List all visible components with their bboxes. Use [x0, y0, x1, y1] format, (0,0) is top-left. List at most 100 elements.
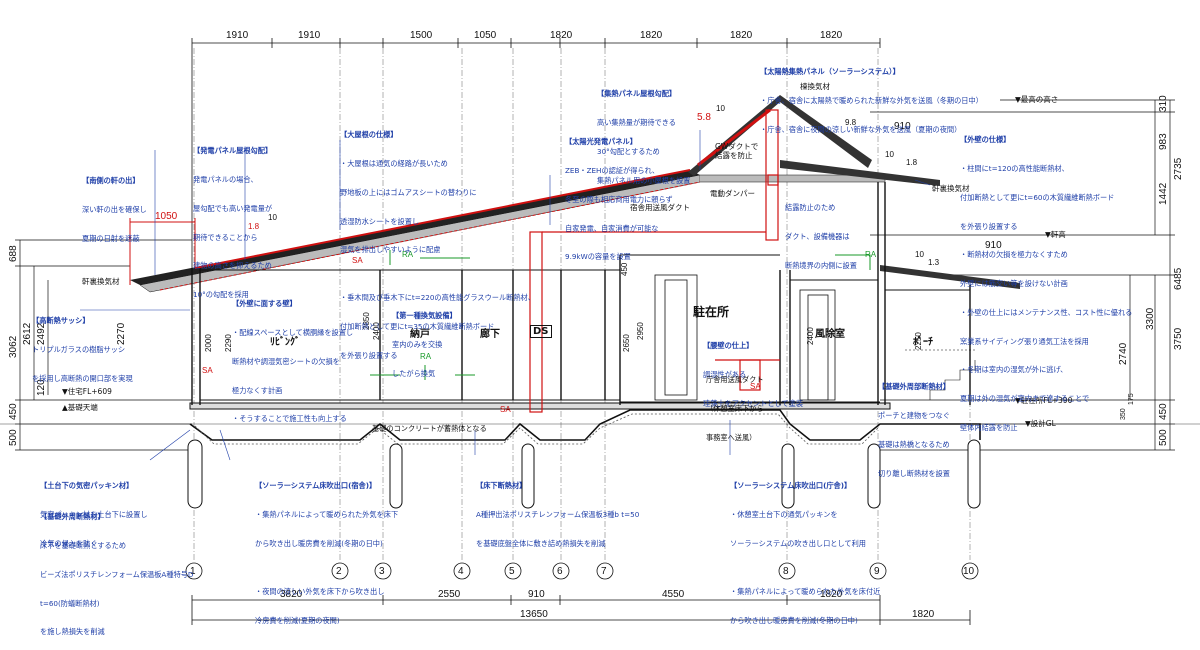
note-minami: 【南側の軒の出】 深い軒の出を確保し 夏期の日射を遮蔽: [82, 157, 147, 253]
note-koudansetsu-title: 【高断熱サッシ】: [32, 316, 90, 326]
note-line: 気密パッキン材を土台下に設置し: [40, 509, 148, 519]
tag-sa-4: SA: [750, 382, 761, 391]
dim-bottom-total: 13650: [520, 609, 548, 620]
note-line: 珪藻土をアクセントとして塗装: [703, 398, 804, 408]
note-line: 野地板の上にはゴムアスシートの替わりに: [340, 187, 477, 197]
slope-9-8: 9.8: [845, 118, 857, 127]
note-line: ・夜間の涼しい外気を床下から吹き出し: [255, 586, 385, 596]
note-line: 極力なくす計画: [232, 385, 283, 395]
note-taiyoko-title: 【太陽光発電パネル】: [565, 137, 637, 147]
level-sekkei-gl: ▼設計GL: [1025, 419, 1056, 428]
note-line: 高い集熱量が期待できる: [597, 117, 676, 127]
slope-10d: 10: [915, 250, 924, 259]
red-duct: [529, 109, 780, 413]
note-line: 庁舎用送風ダクト: [706, 375, 764, 385]
note-taiyonetsu: 【太陽熱集熱パネル（ソーラーシステム）】 ・庁舎、宿舎に太陽熱で暖められた新鮮な…: [760, 48, 983, 144]
dim-h2650: 2650: [622, 334, 631, 352]
note-line: ・そうすることで施工性も向上する: [232, 414, 347, 424]
eave-1050: 1050: [155, 211, 178, 222]
room-rouka: 廊下: [480, 329, 500, 340]
dim-left-500: 500: [8, 429, 19, 446]
tag-munagi: 棟換気材: [800, 82, 830, 91]
note-line: ・集熱パネルによって暖められた外気を床下: [255, 509, 399, 519]
note-shunetsu: 【集熱パネル屋根勾配】 高い集熱量が期待できる 30°勾配とするため 集熱パネル…: [597, 70, 690, 195]
note-line: 自家発電、自家消費が可能な: [565, 223, 659, 233]
note-oyane-title: 【大屋根の仕様】: [340, 130, 398, 140]
note-solar-shukusha-title: 【ソーラーシステム床吹出口(宿舎)】: [255, 481, 377, 491]
note-line: 10°の勾配を採用: [193, 290, 249, 300]
porch-stairs: [905, 349, 976, 400]
note-line: を外張り設置する: [960, 221, 1018, 231]
grid-bubbles: [185, 562, 979, 580]
note-kiso-danetsu: 【基礎外周断熱材】 床下を基礎断熱とするため ビーズ法ポリスチレンフォーム保温板…: [40, 493, 193, 647]
grid-2: 2: [336, 566, 342, 577]
note-line: ビーズ法ポリスチレンフォーム保温板A種特号D: [40, 569, 194, 579]
note-line: 発電パネルの場合、: [193, 174, 258, 184]
note-line: 断熱境界の内側に設置: [785, 260, 857, 270]
dim-left-450: 450: [8, 403, 19, 420]
note-line: ・冬期は室内の湿気が外に逃げ、: [960, 365, 1068, 375]
note-line: 床下を基礎断熱とするため: [40, 540, 127, 550]
level-kiso-tenba: ▲基礎天端: [62, 403, 98, 412]
note-line: （休憩室床下から: [706, 403, 764, 413]
grid-10: 10: [963, 566, 975, 577]
note-chuzaisho-shiage-title: 【腰壁の仕上】: [703, 341, 754, 351]
slope-10a: 10: [268, 213, 277, 222]
note-line: 付加断熱として更にt=60の木質繊維断熱ボード: [960, 192, 1115, 202]
note-line: 屋勾配でも高い発電量が: [193, 203, 273, 213]
doors: [654, 274, 836, 401]
dim-right-3750: 3750: [1173, 327, 1184, 350]
note-line: ・柱間にt=120の高性能断熱材、: [960, 163, 1069, 173]
grid-5: 5: [509, 566, 515, 577]
bottom-dimension-lines: [191, 595, 971, 625]
dim-top-8: 1820: [820, 30, 843, 41]
eave-dimension: [129, 218, 196, 285]
note-line: 30°勾配とするため: [597, 146, 660, 156]
note-solar-shukusha: 【ソーラーシステム床吹出口(宿舎)】 ・集熱パネルによって暖められた外気を床下 …: [255, 462, 398, 635]
ceilings: [200, 254, 970, 403]
level-nokidaka: ▼軒高: [1045, 230, 1066, 239]
piles: [187, 439, 981, 509]
note-line: ・断熱材の欠損を極力なくすため: [960, 250, 1068, 260]
dim-right-310: 310: [1158, 95, 1169, 112]
dim-h2400c: 2400: [806, 327, 815, 345]
dim-top-7: 1820: [730, 30, 753, 41]
dim-top-3: 1500: [410, 30, 433, 41]
note-line: 室内のみを交換: [392, 339, 443, 349]
note-line: 切り離し断熱材を設置: [878, 468, 950, 478]
note-line: 冷房費を削減(夏期の夜間): [255, 615, 340, 625]
tag-ra-2: RA: [420, 352, 432, 361]
dim-top-6: 1820: [640, 30, 663, 41]
note-dodai-title: 【土台下の気密パッキン材】: [40, 481, 134, 491]
dim-right-2735: 2735: [1173, 157, 1184, 180]
note-yukashita-title: 【床下断熱材】: [476, 481, 527, 491]
note-kiso-gaishu-title: 【基礎外周部断熱材】: [878, 382, 950, 392]
note-kiso-danetsu-title: 【基礎外周断熱材】: [40, 512, 105, 522]
dim-right-3300: 3300: [1145, 307, 1156, 330]
dim-left-3062: 3062: [8, 335, 19, 358]
note-kanki: 【第一種換気設備】 室内のみを交換 したがら換気: [392, 292, 457, 388]
note-line: ソーラーシステムの吹き出し口として利用: [730, 538, 866, 548]
note-solar-chosha: 【ソーラーシステム床吹出口(庁舎)】 ・休憩室土台下の通気パッキンを ソーラーシ…: [730, 462, 880, 635]
note-line: ・休憩室土台下の通気パッキンを: [730, 509, 838, 519]
note-line: 9.9kWの容量を設置: [565, 252, 631, 262]
dim-910a: 910: [894, 121, 911, 132]
note-taiyonetsu-title: 【太陽熱集熱パネル（ソーラーシステム）】: [760, 67, 900, 77]
slope-10c: 10: [885, 150, 894, 159]
note-hatsuden: 【発電パネル屋根勾配】 発電パネルの場合、 屋勾配でも高い発電量が 期待できるこ…: [193, 127, 272, 309]
grid-4: 4: [458, 566, 464, 577]
dim-910b: 910: [985, 240, 1002, 251]
note-chuzaisho-shiage: 【腰壁の仕上】 調湿性がある 珪藻土をアクセントとして塗装: [703, 322, 803, 418]
slope-10b: 10: [716, 104, 725, 113]
room-porch: ﾎﾟｰﾁ: [913, 337, 933, 348]
tag-sa-3: SA: [500, 405, 511, 414]
note-line: 外壁には筋交い等を設けない計画: [960, 279, 1068, 289]
note-line: 集熱パネル用の小屋根を設置: [597, 175, 691, 185]
note-minami-title: 【南側の軒の出】: [82, 176, 140, 186]
note-kiso-konk: 基礎のコンクリートが蓄熱体となる: [372, 405, 487, 443]
dim-bottom-5: 1820: [820, 589, 843, 600]
note-line: 付加断熱として更にt=35の木質繊維断熱ボード: [340, 322, 495, 332]
note-line: から吹き出し暖房費を削減(冬期の日中): [730, 615, 858, 625]
collector-roof: [688, 95, 886, 183]
